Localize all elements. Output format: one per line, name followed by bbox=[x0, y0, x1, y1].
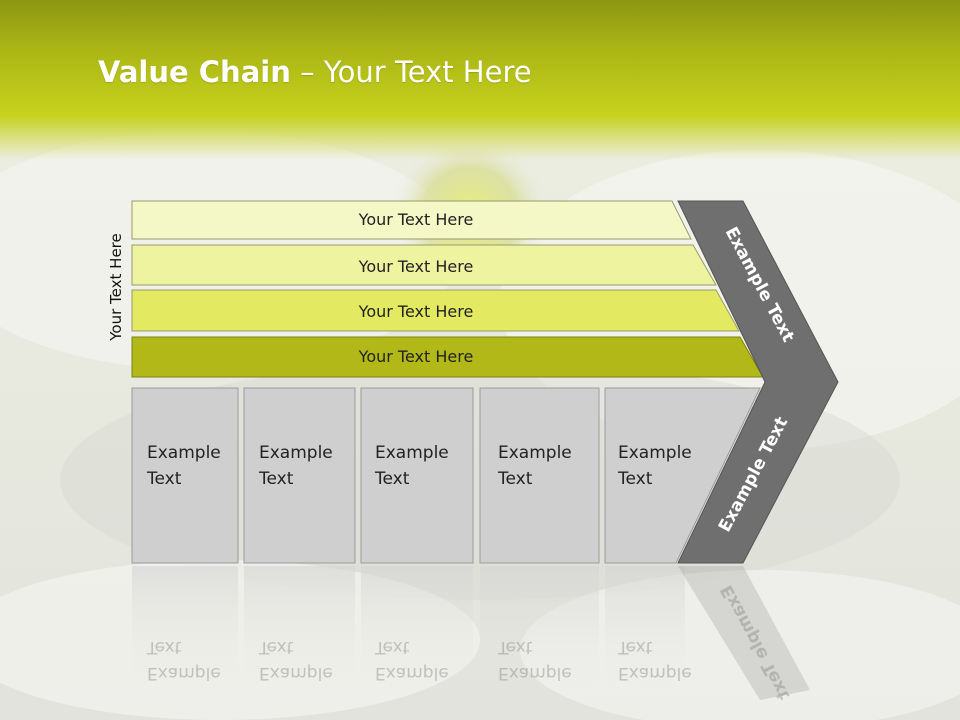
column-2-reflection-line1: Example bbox=[259, 663, 333, 683]
title-bold: Value Chain bbox=[98, 55, 291, 89]
bar-3 bbox=[131, 289, 740, 332]
bar-1-label: Your Text Here bbox=[358, 210, 474, 229]
column-5-line2: Text bbox=[618, 469, 653, 489]
column-4-line2: Text bbox=[498, 469, 533, 489]
column-2-line1: Example bbox=[259, 443, 333, 463]
title-rest: – Your Text Here bbox=[290, 55, 532, 89]
column-1-reflection-line2: Text bbox=[147, 637, 182, 657]
column-5-reflection bbox=[605, 566, 685, 686]
column-3-reflection bbox=[361, 566, 473, 686]
column-2 bbox=[243, 387, 356, 564]
bar-4-label: Your Text Here bbox=[358, 347, 474, 366]
column-2-line2: Text bbox=[259, 469, 294, 489]
bar-2-label: Your Text Here bbox=[358, 257, 474, 276]
column-2-reflection-line2: Text bbox=[259, 637, 294, 657]
bar-2 bbox=[131, 244, 717, 286]
bar-3-label: Your Text Here bbox=[358, 302, 474, 321]
column-2-text: Example Text bbox=[259, 440, 333, 492]
column-3-text: Example Text bbox=[375, 440, 449, 492]
column-1-line2: Text bbox=[147, 469, 182, 489]
column-5-reflection-line2: Text bbox=[618, 637, 653, 657]
column-3-reflection-line2: Text bbox=[375, 637, 410, 657]
column-4-reflection-line2: Text bbox=[498, 637, 533, 657]
column-4 bbox=[479, 387, 600, 564]
column-1-reflection bbox=[132, 566, 238, 686]
chevron-reflection bbox=[678, 566, 810, 700]
slide-title: Value Chain – Your Text Here bbox=[98, 55, 532, 89]
column-5-reflection-line1: Example bbox=[618, 663, 692, 683]
column-5-line1: Example bbox=[618, 443, 692, 463]
chevron-arrow bbox=[677, 200, 839, 564]
column-3-reflection-line1: Example bbox=[375, 663, 449, 683]
column-3-line1: Example bbox=[375, 443, 449, 463]
column-3-reflection-text: Example Text bbox=[375, 634, 449, 686]
column-4-text: Example Text bbox=[498, 440, 572, 492]
column-3 bbox=[360, 387, 474, 564]
column-5-text: Example Text bbox=[618, 440, 692, 492]
column-5-reflection-text: Example Text bbox=[618, 634, 692, 686]
column-4-reflection-text: Example Text bbox=[498, 634, 572, 686]
column-1 bbox=[131, 387, 239, 564]
column-1-text: Example Text bbox=[147, 440, 221, 492]
column-4-reflection-line1: Example bbox=[498, 663, 572, 683]
column-5 bbox=[604, 387, 761, 564]
column-4-reflection bbox=[480, 566, 599, 686]
column-2-reflection bbox=[244, 566, 355, 686]
header-band bbox=[0, 0, 960, 160]
bar-1 bbox=[131, 200, 692, 240]
column-3-line2: Text bbox=[375, 469, 410, 489]
column-1-reflection-text: Example Text bbox=[147, 634, 221, 686]
column-2-reflection-text: Example Text bbox=[259, 634, 333, 686]
column-1-line1: Example bbox=[147, 443, 221, 463]
column-1-reflection-line1: Example bbox=[147, 663, 221, 683]
column-4-line1: Example bbox=[498, 443, 572, 463]
